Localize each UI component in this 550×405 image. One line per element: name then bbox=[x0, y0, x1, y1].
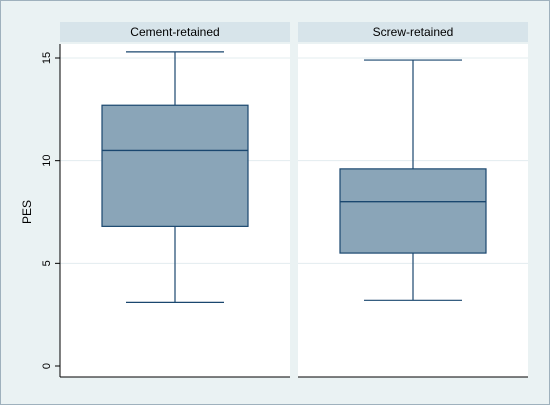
panel-title: Cement-retained bbox=[130, 25, 219, 39]
y-tick-label: 5 bbox=[41, 260, 53, 266]
y-tick-label: 15 bbox=[41, 52, 53, 64]
y-tick-label: 10 bbox=[41, 155, 53, 167]
panel-1: Cement-retained bbox=[60, 22, 290, 378]
y-axis-title: PES bbox=[20, 200, 34, 224]
y-axis: 0 5 10 15 bbox=[41, 44, 61, 377]
panel-layer: Cement-retained Screw-retained bbox=[60, 22, 528, 378]
panel-header bbox=[60, 22, 290, 42]
panel-2: Screw-retained bbox=[298, 22, 528, 378]
y-tick-label: 0 bbox=[41, 363, 53, 369]
panel-header bbox=[298, 22, 528, 42]
panel-title: Screw-retained bbox=[373, 25, 454, 39]
iqr-box bbox=[339, 168, 487, 254]
iqr-box bbox=[101, 104, 249, 227]
